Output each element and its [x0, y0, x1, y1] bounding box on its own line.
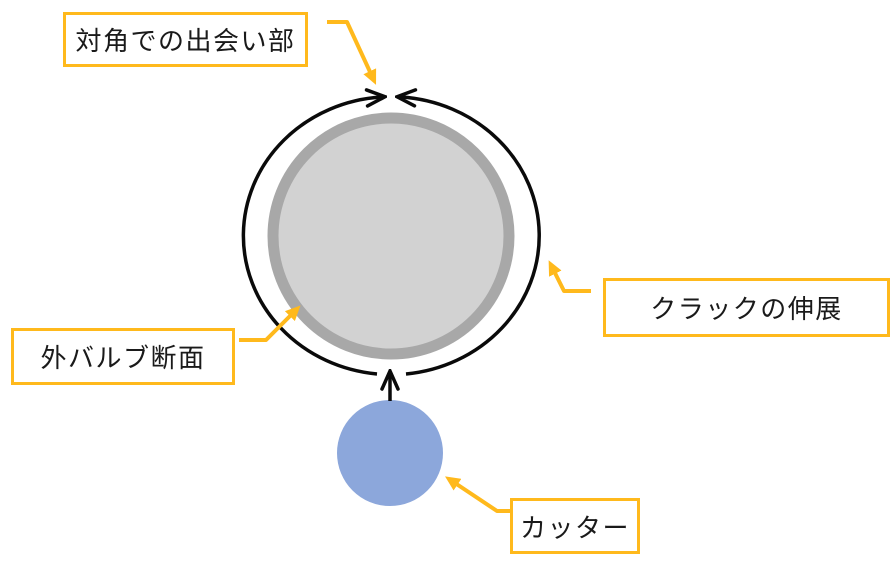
label-cutter: カッター: [510, 498, 640, 554]
label-meeting-point-text: 対角での出会い部: [75, 27, 296, 56]
label-outer-valve-section: 外バルブ断面: [11, 328, 235, 385]
leader-arrow-crack-propagation: [548, 260, 591, 293]
label-crack-propagation-text: クラックの伸展: [650, 295, 843, 324]
crack-arc-left: [241, 97, 381, 376]
label-outer-valve-section-text: 外バルブ断面: [40, 344, 206, 373]
leader-arrow-valve-section: [239, 305, 301, 342]
leader-arrow-meeting-point: [327, 20, 377, 85]
valve-cross-section-circle: [267, 112, 515, 360]
leader-arrow-cutter: [445, 476, 510, 513]
label-crack-propagation: クラックの伸展: [603, 278, 890, 337]
cutter-circle: [337, 400, 443, 506]
label-meeting-point: 対角での出会い部: [63, 12, 308, 67]
label-cutter-text: カッター: [519, 513, 630, 543]
crack-arc-right: [401, 97, 541, 376]
